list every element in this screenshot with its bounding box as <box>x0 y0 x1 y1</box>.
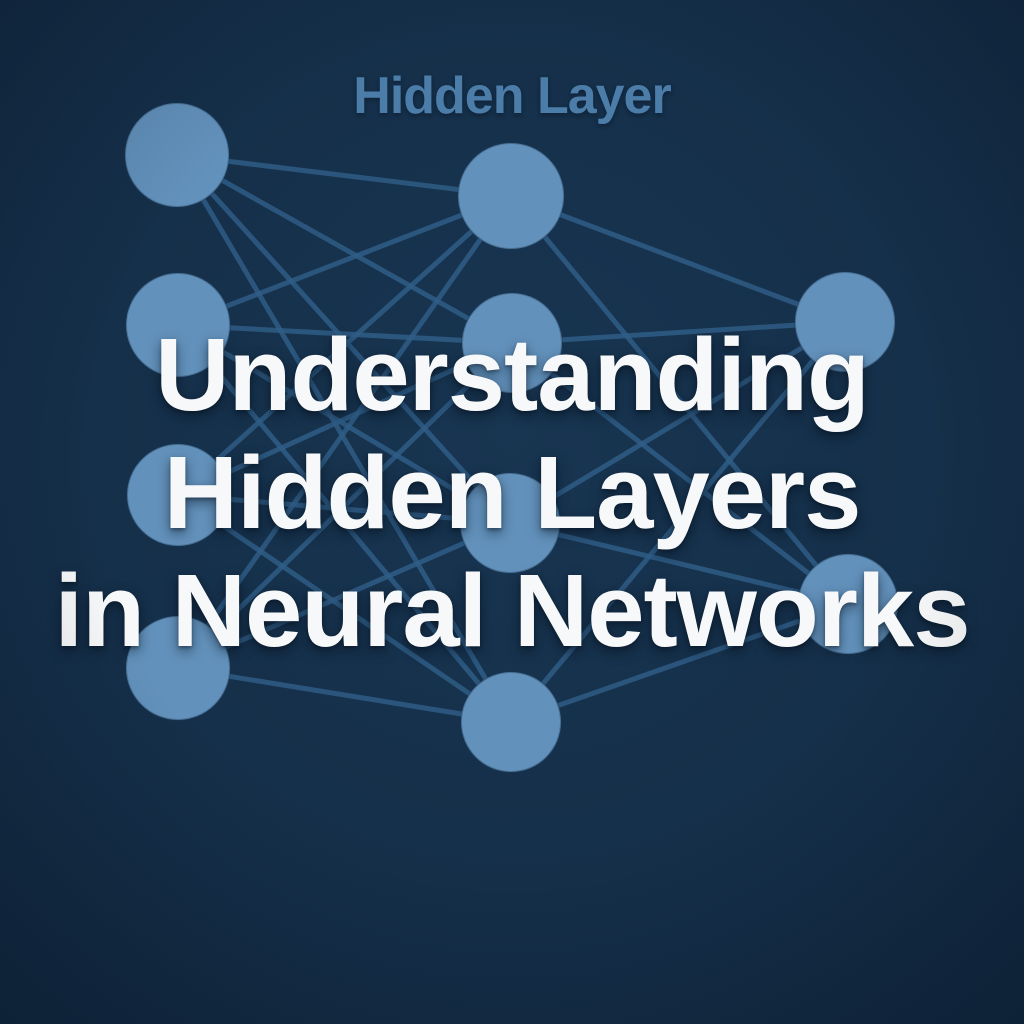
node-hidden-4 <box>460 671 562 773</box>
edge-input-1-hidden-3 <box>175 153 512 525</box>
edge-hidden-3-output-1 <box>508 319 847 526</box>
edge-input-1-hidden-1 <box>176 152 512 199</box>
edge-hidden-4-output-1 <box>509 320 847 724</box>
edge-hidden-3-output-2 <box>509 520 849 607</box>
edge-hidden-2-output-1 <box>511 319 846 346</box>
edge-hidden-4-output-2 <box>510 601 849 725</box>
node-input-3 <box>126 443 230 547</box>
edge-input-4-hidden-4 <box>177 665 512 725</box>
node-output-2 <box>797 553 899 655</box>
edge-input-3-hidden-1 <box>176 194 513 497</box>
edge-hidden-2-output-2 <box>510 341 850 606</box>
title-line-2: Hidden Layers <box>163 435 862 550</box>
edge-input-2-hidden-1 <box>177 193 512 328</box>
node-hidden-3 <box>459 472 561 574</box>
node-hidden-2 <box>461 292 563 394</box>
edge-hidden-1-output-2 <box>509 194 850 606</box>
node-output-1 <box>794 271 896 373</box>
hidden-layer-label: Hidden Layer <box>353 67 671 125</box>
edge-input-2-hidden-2 <box>177 322 513 346</box>
edge-input-3-hidden-4 <box>176 492 513 725</box>
edge-input-3-hidden-2 <box>176 340 514 498</box>
edge-input-4-hidden-3 <box>176 520 512 671</box>
node-input-1 <box>124 102 230 208</box>
edge-hidden-1-output-1 <box>510 193 846 325</box>
edge-input-1-hidden-2 <box>175 152 514 346</box>
edge-input-2-hidden-4 <box>176 323 513 724</box>
page-title: Understanding Hidden Layers in Neural Ne… <box>0 316 1024 670</box>
edge-input-4-hidden-1 <box>175 194 514 670</box>
title-line-3: in Neural Networks <box>54 553 971 668</box>
edge-input-4-hidden-2 <box>176 341 514 670</box>
node-hidden-1 <box>457 142 565 250</box>
edge-input-1-hidden-4 <box>174 153 514 724</box>
node-input-4 <box>125 615 231 721</box>
node-input-2 <box>125 272 231 378</box>
edge-input-2-hidden-3 <box>176 322 512 526</box>
title-line-1: Understanding <box>155 317 870 432</box>
